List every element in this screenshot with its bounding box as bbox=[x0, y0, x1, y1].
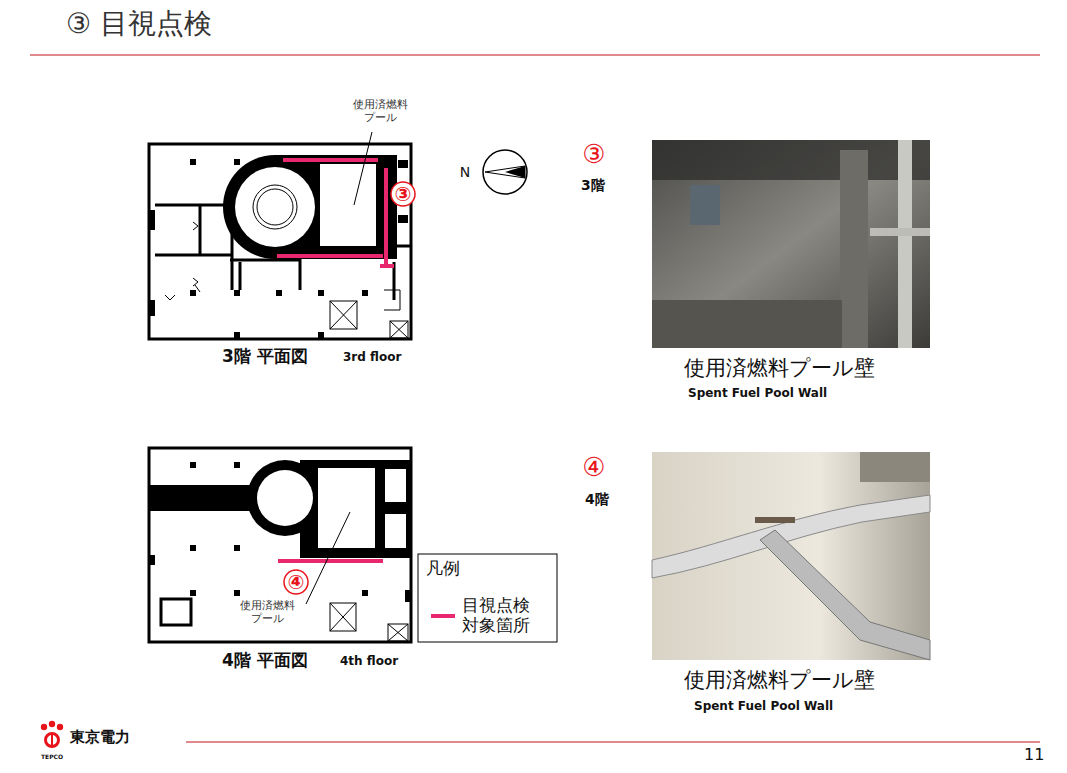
photo-caption-en: Spent Fuel Pool Wall bbox=[688, 387, 827, 401]
company-name: 東京電力 bbox=[70, 729, 130, 746]
callout-number: ④ bbox=[582, 453, 605, 483]
photo-caption: 使用済燃料プール壁 bbox=[684, 356, 875, 380]
footer-rule bbox=[186, 742, 1040, 743]
plan-title: 3階 平面図 bbox=[222, 347, 308, 367]
callout-number: ④ bbox=[288, 571, 305, 594]
floor-label: 3階 bbox=[581, 177, 605, 193]
slide-title: ③ 目視点検 bbox=[66, 8, 212, 40]
callout-number: ③ bbox=[395, 183, 412, 206]
photo-3f bbox=[652, 140, 930, 348]
north-arrow bbox=[483, 150, 527, 194]
floor-plan-4f bbox=[149, 448, 412, 642]
logo-text: TEPCO bbox=[41, 754, 63, 761]
plan-subtitle: 3rd floor bbox=[343, 351, 401, 365]
part-name: 使用済燃料 プール bbox=[237, 600, 299, 625]
photo-caption-en: Spent Fuel Pool Wall bbox=[694, 700, 833, 714]
legend-text: 目視点検 対象箇所 bbox=[462, 596, 535, 635]
plan-subtitle: 4th floor bbox=[340, 655, 398, 669]
page-number: 11 bbox=[1024, 746, 1044, 764]
floor-plan-3f bbox=[149, 132, 415, 339]
callout-number: ③ bbox=[582, 140, 605, 170]
part-name: 使用済燃料 プール bbox=[350, 99, 412, 124]
floor-label: 4階 bbox=[585, 491, 609, 507]
legend-heading: 凡例 bbox=[426, 559, 460, 579]
legend-box bbox=[418, 554, 557, 642]
north-label: N bbox=[460, 164, 470, 180]
title-rule bbox=[30, 55, 1040, 56]
photo-caption: 使用済燃料プール壁 bbox=[684, 668, 875, 692]
photo-4f bbox=[652, 452, 930, 660]
tepco-logo bbox=[41, 721, 63, 747]
plan-title: 4階 平面図 bbox=[222, 651, 308, 671]
